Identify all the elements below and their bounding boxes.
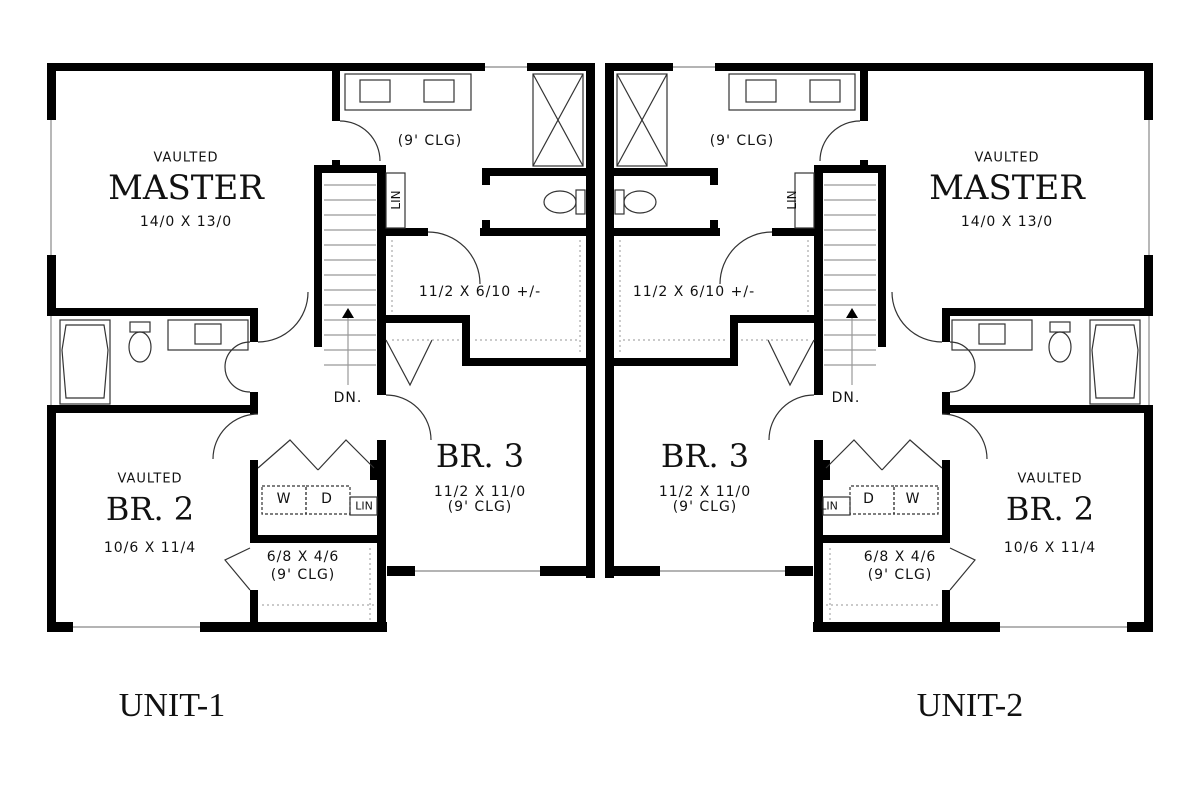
br3-name: BR. 3 [660,437,750,475]
br3-ceiling: (9' CLG) [447,499,513,515]
master-size: 14/0 X 13/0 [139,214,233,230]
walk-in-closet-size: 11/2 X 6/10 +/- [418,284,542,300]
br2-closet-size: 6/8 X 4/6 [863,549,937,565]
br3-ceiling: (9' CLG) [672,499,738,515]
br2-size: 10/6 X 11/4 [103,540,197,556]
br3-size: 11/2 X 11/0 [658,484,752,500]
linen-upper-label: LIN [785,190,799,210]
br2-closet-size: 6/8 X 4/6 [266,549,340,565]
master-room-name: MASTER [929,168,1085,208]
stair-down-label: DN. [333,390,363,406]
br2-closet-ceiling: (9' CLG) [270,567,336,583]
master-size: 14/0 X 13/0 [960,214,1054,230]
br2-vaulted-label: VAULTED [117,471,183,487]
master-bath-ceiling: (9' CLG) [397,133,463,149]
dryer-label: D [321,491,333,507]
washer-label: W [905,491,921,507]
linen-upper-label: LIN [389,190,403,210]
washer-label: W [276,491,292,507]
unit-2-title: UNIT-2 [916,687,1024,724]
br3-size: 11/2 X 11/0 [433,484,527,500]
br3-name: BR. 3 [435,437,525,475]
br2-size: 10/6 X 11/4 [1003,540,1097,556]
master-room-name: MASTER [108,168,264,208]
laundry-linen-label: LIN [820,499,838,513]
laundry-linen-label: LIN [355,499,373,513]
br2-name: BR. 2 [105,490,195,528]
master-vaulted-label: VAULTED [974,150,1040,166]
master-vaulted-label: VAULTED [153,150,219,166]
stair-down-label: DN. [831,390,861,406]
master-bath-ceiling: (9' CLG) [709,133,775,149]
dryer-label: D [863,491,875,507]
walk-in-closet-size: 11/2 X 6/10 +/- [632,284,756,300]
br2-closet-ceiling: (9' CLG) [867,567,933,583]
unit-1-title: UNIT-1 [118,687,226,724]
br2-name: BR. 2 [1005,490,1095,528]
br2-vaulted-label: VAULTED [1017,471,1083,487]
